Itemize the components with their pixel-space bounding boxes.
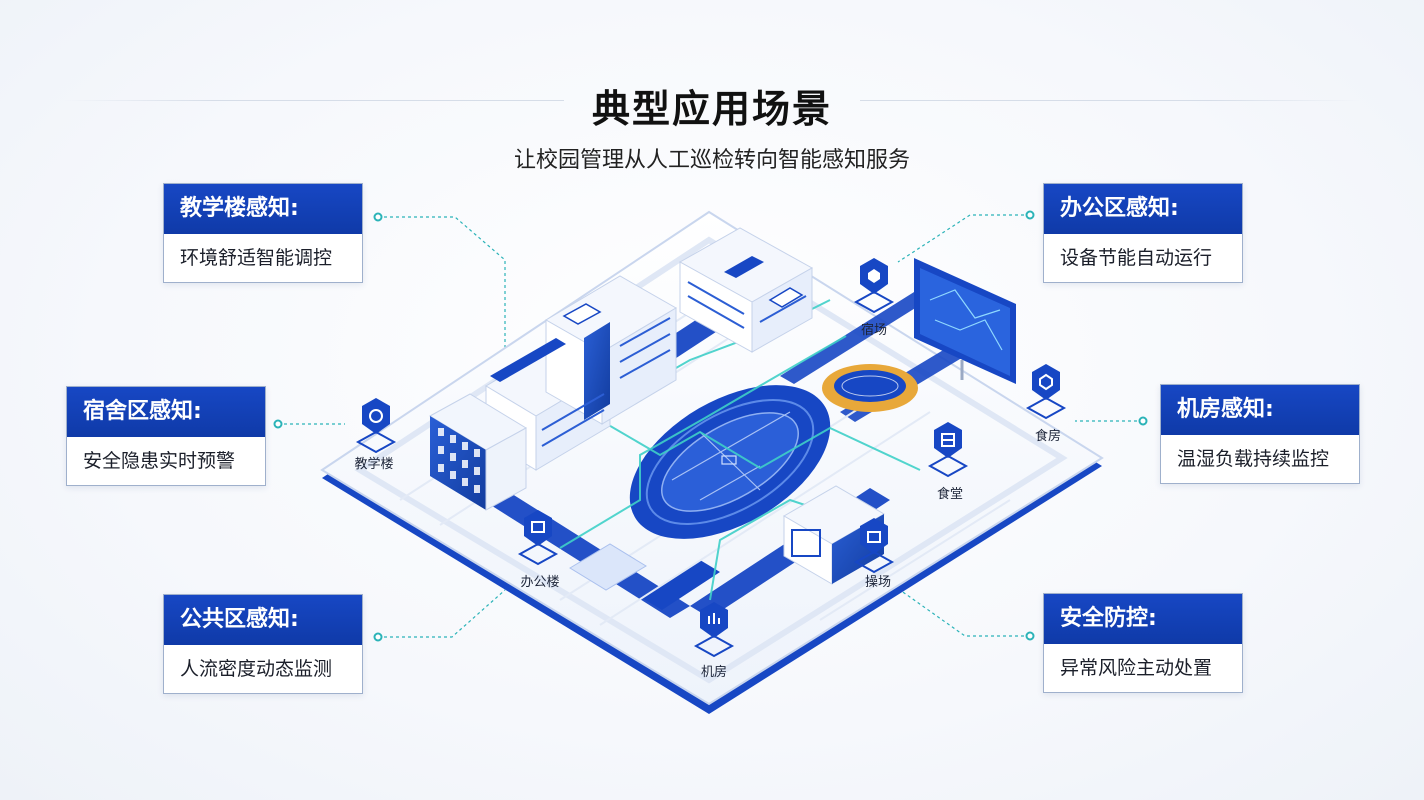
card-server: 机房感知: 温湿负载持续监控 xyxy=(1160,384,1360,484)
plaza xyxy=(569,543,647,591)
card-office: 办公区感知: 设备节能自动运行 xyxy=(1043,183,1243,283)
label-server-room: 机房 xyxy=(701,664,727,680)
label-office-building: 办公楼 xyxy=(520,575,559,590)
card-security-title: 安全防控: xyxy=(1044,594,1242,644)
label-teaching-building: 教学楼 xyxy=(354,456,393,472)
dashboard-screen xyxy=(914,258,1016,384)
title-divider-right xyxy=(860,100,1360,101)
card-public: 公共区感知: 人流密度动态监测 xyxy=(163,594,363,694)
pin-canteen xyxy=(927,422,969,478)
office-building xyxy=(678,227,814,353)
title-area: 典型应用场景 xyxy=(0,72,1424,132)
pin-playground xyxy=(853,518,895,574)
label-playground: 操场 xyxy=(865,574,891,590)
card-public-desc: 人流密度动态监测 xyxy=(180,658,333,680)
gold-track xyxy=(822,364,918,412)
connector-dots xyxy=(273,210,1148,642)
page-title: 典型应用场景 xyxy=(591,87,832,131)
pin-office xyxy=(517,510,559,566)
card-security: 安全防控: 异常风险主动处置 xyxy=(1043,593,1243,693)
connector-office xyxy=(897,214,1030,263)
card-public-title: 公共区感知: xyxy=(164,595,362,645)
card-server-desc: 温湿负载持续监控 xyxy=(1177,448,1330,470)
connector-public xyxy=(378,589,506,638)
pin-teaching xyxy=(355,398,397,454)
sports-field xyxy=(629,385,831,539)
label-dining-room: 食房 xyxy=(1035,428,1061,444)
card-office-title: 办公区感知: xyxy=(1044,184,1242,234)
title-divider-left xyxy=(64,100,564,101)
card-office-desc: 设备节能自动运行 xyxy=(1060,247,1213,269)
pin-server xyxy=(693,602,735,658)
card-dorm-title: 宿舍区感知: xyxy=(67,387,265,437)
dorm-building xyxy=(429,393,527,511)
card-teaching: 教学楼感知: 环境舒适智能调控 xyxy=(163,183,363,283)
card-dorm: 宿舍区感知: 安全隐患实时预警 xyxy=(66,386,266,486)
card-server-title: 机房感知: xyxy=(1161,385,1359,435)
pin-dining xyxy=(1025,364,1067,420)
pin-dorm-field xyxy=(853,258,895,314)
card-security-desc: 异常风险主动处置 xyxy=(1060,657,1213,679)
page-subtitle: 让校园管理从人工巡检转向智能感知服务 xyxy=(513,148,910,173)
card-teaching-title: 教学楼感知: xyxy=(164,184,362,234)
label-canteen: 食堂 xyxy=(937,486,963,502)
card-dorm-desc: 安全隐患实时预警 xyxy=(83,450,236,472)
label-dorm-field: 宿场 xyxy=(861,322,887,338)
connector-security xyxy=(899,589,1030,637)
connector-lines xyxy=(278,214,1143,638)
connector-teaching xyxy=(378,216,506,370)
card-teaching-desc: 环境舒适智能调控 xyxy=(180,247,333,269)
